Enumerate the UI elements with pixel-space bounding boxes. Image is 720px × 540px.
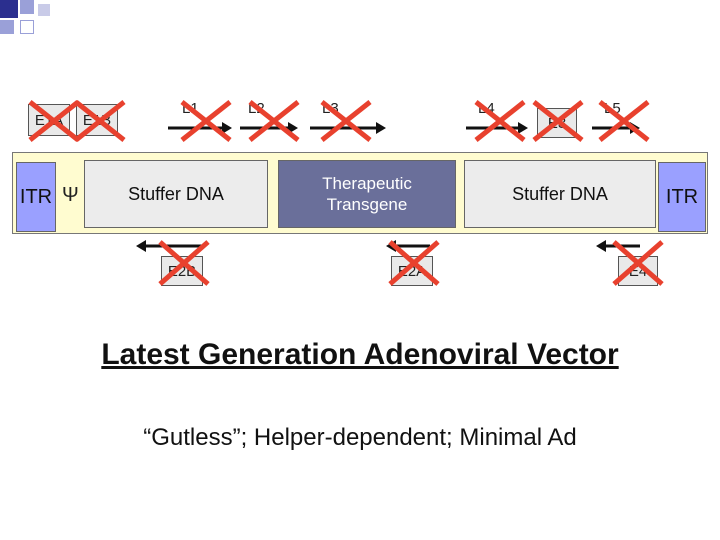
- deletion-cross-l2: [248, 100, 300, 142]
- deletion-cross-e1a: [28, 100, 80, 142]
- slide-title: Latest Generation Adenoviral Vector: [101, 338, 619, 371]
- stuffer-dna-left: Stuffer DNA: [84, 160, 268, 228]
- deletion-cross-e3: [532, 100, 584, 142]
- therapeutic-transgene: Therapeutic Transgene: [278, 160, 456, 228]
- itr-left: ITR: [16, 162, 56, 232]
- deletion-cross-l5: [598, 100, 650, 142]
- deletion-cross-e2b: [158, 240, 210, 286]
- therapeutic-transgene-label: Therapeutic Transgene: [322, 174, 412, 214]
- deletion-cross-e1b: [74, 100, 126, 142]
- deletion-cross-l1: [180, 100, 232, 142]
- deletion-cross-l3: [320, 100, 372, 142]
- deletion-cross-e4: [612, 240, 664, 286]
- stuffer-dna-right: Stuffer DNA: [464, 160, 656, 228]
- slide-subtitle: “Gutless”; Helper-dependent; Minimal Ad: [143, 424, 577, 451]
- deletion-cross-e2a: [388, 240, 440, 286]
- psi-packaging-signal: Ψ: [62, 184, 79, 206]
- itr-right: ITR: [658, 162, 706, 232]
- deletion-cross-l4: [474, 100, 526, 142]
